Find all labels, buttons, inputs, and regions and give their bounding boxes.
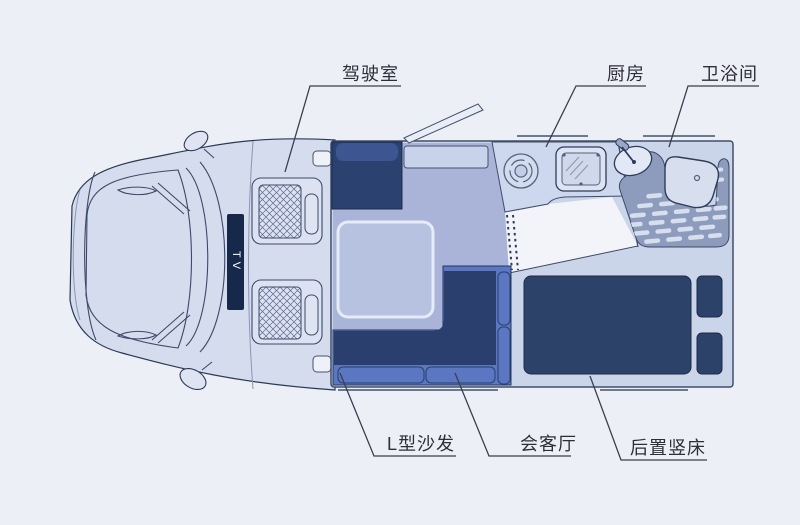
entry-floor-edge [508,245,639,274]
stove-burner-icon [503,153,539,189]
wiper-top-icon [151,182,191,215]
tv-label: TV [230,251,242,273]
cab-hood-panel [85,169,193,349]
wall-window-marks [338,135,715,391]
label-lounge: 会客厅 [454,372,577,457]
label-kitchen-text: 厨房 [607,64,645,84]
entry-floor [505,197,638,273]
label-bathroom-text: 卫浴间 [701,64,758,84]
l-sofa [332,265,512,386]
tv-panel: TV [227,214,244,310]
cab-roofline [248,140,254,390]
pillow-bottom [696,332,723,375]
driver-seat-front [251,177,323,245]
overhead-cabinet [331,141,403,210]
cab-bumper-line-2 [84,171,97,341]
cab-windshield [185,167,209,347]
kitchen-window [555,146,607,192]
cab-vent-top [116,186,158,196]
side-mirror-bottom-icon [179,361,213,391]
label-rear-bed-text: 后置竖床 [630,438,706,458]
driver-seat-rear [251,279,323,345]
entry-door-open [403,103,484,144]
cab-bracket-top [312,150,332,167]
label-l-sofa: L型沙发 [339,372,456,457]
cab-bracket-bottom [312,355,332,373]
sofa-cushions [337,271,511,385]
dining-table [336,220,435,319]
label-lounge-text: 会客厅 [520,434,577,454]
toilet-icon [664,156,720,209]
label-cab: 驾驶室 [284,64,401,173]
cab-vent-bottom [116,330,158,340]
cab-illustration: TV [69,130,336,391]
label-l-sofa-text: L型沙发 [387,434,455,454]
rear-bed [523,275,723,375]
label-rear-bed: 后置竖床 [589,375,707,461]
label-kitchen: 厨房 [545,64,646,148]
side-mirror-top-icon [183,130,215,159]
wiper-bottom-icon [151,311,191,344]
label-cab-text: 驾驶室 [342,64,399,84]
cab-bumper-line [72,189,81,321]
bathroom-sink-icon [613,138,653,177]
label-bathroom: 卫浴间 [668,64,759,148]
pillow-top [696,275,723,318]
side-bench [403,145,489,169]
cab-roof-edge [199,161,226,353]
